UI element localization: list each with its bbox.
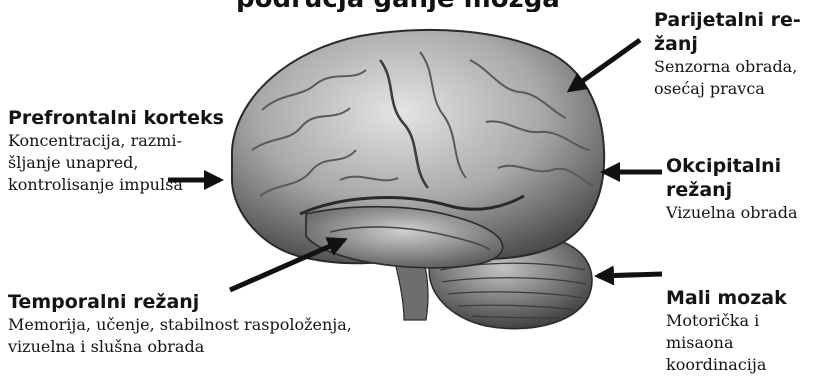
- parietal-label: Parijetalni re- žanj Senzorna obrada, os…: [654, 8, 801, 100]
- temporal-description: Memorija, učenje, stabilnost raspoloženj…: [8, 314, 352, 358]
- cerebellum-arrow: [598, 274, 662, 276]
- parietal-description: Senzorna obrada, osećaj pravca: [654, 56, 801, 100]
- prefrontal-label: Prefrontalni korteks Koncentracija, razm…: [8, 106, 224, 196]
- parietal-arrow: [570, 40, 640, 90]
- cerebellum-label: Mali mozak Motorička i misaona koordinac…: [666, 286, 787, 376]
- temporal-label: Temporalni režanj Memorija, učenje, stab…: [8, 290, 352, 358]
- occipital-heading: Okcipitalni režanj: [666, 154, 797, 202]
- cerebellum-heading: Mali mozak: [666, 286, 787, 310]
- temporal-heading: Temporalni režanj: [8, 290, 352, 314]
- cerebellum-description: Motorička i misaona koordinacija: [666, 310, 787, 376]
- prefrontal-heading: Prefrontalni korteks: [8, 106, 224, 130]
- prefrontal-description: Koncentracija, razmi- šljanje unapred, k…: [8, 130, 224, 196]
- occipital-description: Vizuelna obrada: [666, 202, 797, 224]
- occipital-label: Okcipitalni režanj Vizuelna obrada: [666, 154, 797, 224]
- parietal-heading: Parijetalni re- žanj: [654, 8, 801, 56]
